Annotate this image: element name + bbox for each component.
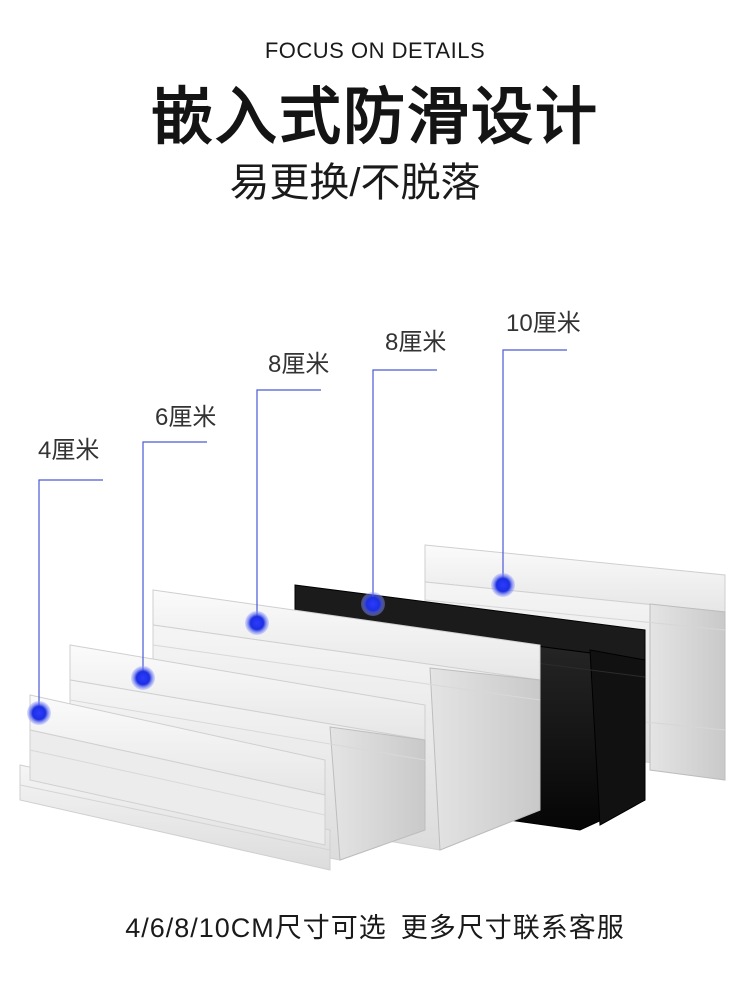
callout-dot-8cm [245,611,269,635]
page-title: 嵌入式防滑设计 [150,83,599,152]
callout-line-6cm [142,441,207,678]
callout-line-8cm-black [372,369,437,604]
size-label-10cm: 10厘米 [506,310,581,337]
callout-line-10cm [502,349,567,585]
profile-4cm [19,694,331,871]
footer-contact-text: 更多尺寸联系客服 [400,913,625,943]
size-label-8cm-black: 8厘米 [385,329,446,356]
size-label-8cm: 8厘米 [268,351,329,378]
size-label-4cm: 4厘米 [38,437,99,464]
eyebrow-text: FOCUS ON DETAILS [264,38,486,63]
footer-sizes-text: 4/6/8/10CM尺寸可选 [125,913,387,943]
callout-dot-6cm [131,666,155,690]
footer-note: 4/6/8/10CM尺寸可选更多尺寸联系客服 [0,906,750,945]
callout-line-4cm [38,479,103,713]
size-label-6cm: 6厘米 [155,404,216,431]
callout-dot-10cm [491,573,515,597]
callout-line-8cm [256,389,321,623]
page-subtitle: 易更换/不脱落 [229,161,481,205]
callout-dot-8cm-black [361,592,385,616]
callout-dot-4cm [27,701,51,725]
